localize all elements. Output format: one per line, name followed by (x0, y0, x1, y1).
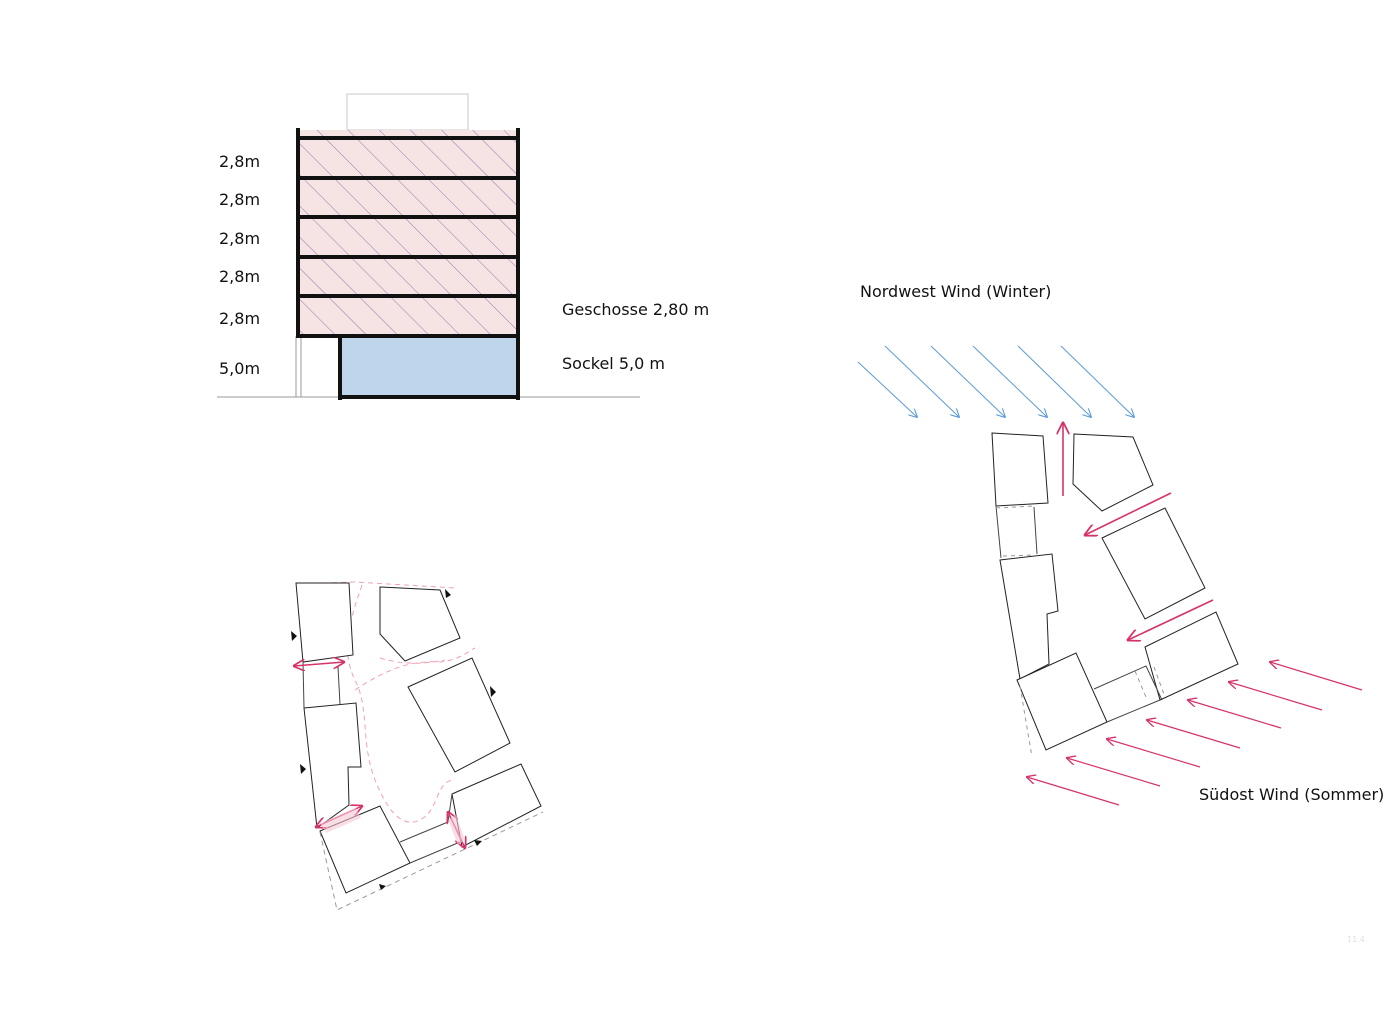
legend-base: Sockel 5,0 m (562, 354, 665, 373)
building-section: 2,8m 2,8m 2,8m 2,8m 2,8m 5,0m Geschosse … (217, 93, 709, 400)
roof-structure (346, 93, 469, 131)
wind-site-plan: Nordwest Wind (Winter) Südost Wind (Somm… (857, 282, 1384, 806)
floor-height-label: 2,8m (219, 190, 260, 209)
upper-floors-hatch (298, 130, 518, 336)
base-height-label: 5,0m (219, 359, 260, 378)
access-buildings (295, 582, 542, 894)
legend-floors: Geschosse 2,80 m (562, 300, 709, 319)
base-sockel (339, 336, 518, 396)
site-buildings (991, 432, 1239, 751)
floor-height-label: 2,8m (219, 152, 260, 171)
southeast-wind-label: Südost Wind (Sommer) (1199, 785, 1384, 804)
page-number: 11.4 (1347, 935, 1365, 944)
entrance-markers (291, 589, 496, 890)
winter-wind-arrows (857, 345, 1134, 417)
internal-flow-arrows (1063, 423, 1214, 640)
floor-height-label: 2,8m (219, 229, 260, 248)
floor-slabs (296, 128, 520, 400)
access-site-plan (291, 581, 544, 911)
floor-height-label: 2,8m (219, 309, 260, 328)
summer-wind-arrows (1027, 662, 1363, 806)
floor-height-label: 2,8m (219, 267, 260, 286)
northwest-wind-label: Nordwest Wind (Winter) (860, 282, 1051, 301)
